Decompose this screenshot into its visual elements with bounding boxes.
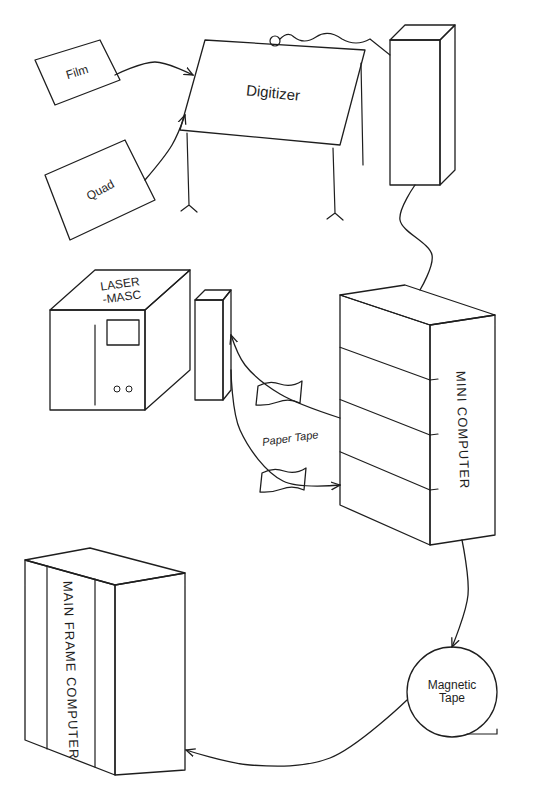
- cabinet-side: [440, 25, 455, 185]
- puck-cord: [280, 33, 390, 55]
- cabinet-side: [25, 560, 115, 775]
- diagram-node: LASER -MASC: [45, 265, 235, 415]
- cabinet-front: [430, 315, 495, 545]
- node-label: LASER -MASC: [96, 275, 145, 308]
- side-cabinet: [195, 300, 223, 400]
- flow-connector: [400, 185, 432, 290]
- section-divider: [340, 347, 430, 380]
- diagram-node: MAIN FRAME COMPUTER: [15, 545, 195, 780]
- machine-side: [145, 270, 190, 410]
- door-seam: [94, 325, 95, 405]
- section-tick: [430, 379, 438, 490]
- controller-cabinet: [390, 40, 440, 185]
- diagram-node: MINI COMPUTER: [335, 285, 500, 555]
- flow-connector: [231, 335, 340, 418]
- node-outline: [335, 285, 500, 555]
- node-label: Magnetic Tape: [424, 679, 480, 705]
- machine-front: [50, 310, 145, 410]
- table-leg: [181, 133, 197, 212]
- diagram-node: Magnetic Tape: [405, 645, 500, 740]
- node-label: Quad: [84, 177, 116, 202]
- side-cabinet-side: [223, 290, 231, 400]
- node-label: Digitizer: [245, 82, 301, 104]
- flow-connector: [115, 62, 193, 75]
- annotation-label: Paper Tape: [259, 428, 321, 448]
- node-label: MAIN FRAME COMPUTER: [60, 581, 81, 760]
- flow-connector: [231, 370, 340, 486]
- quad-sheet: [45, 140, 155, 240]
- section-divider: [47, 566, 95, 767]
- diagram-node: Film: [30, 35, 125, 110]
- cabinet-top: [390, 25, 455, 40]
- table-leg: [361, 63, 363, 165]
- tape-end: [467, 729, 497, 734]
- node-label: Film: [64, 62, 90, 81]
- node-label: MINI COMPUTER: [453, 371, 471, 490]
- control-knob: [126, 386, 132, 392]
- cabinet-side: [340, 295, 430, 545]
- node-outline: [175, 15, 460, 220]
- machine-top: [50, 270, 190, 310]
- table-leg: [327, 148, 343, 220]
- paper-tape-strip: [260, 468, 306, 492]
- flow-connector: [186, 700, 407, 766]
- tape-reel: [407, 647, 497, 737]
- diagram-node: Quad: [35, 135, 160, 245]
- control-knob: [114, 386, 120, 392]
- node-outline: [15, 545, 195, 780]
- cabinet-front: [115, 573, 185, 775]
- flow-connector: [145, 115, 185, 180]
- label-holder: Paper Tape: [260, 432, 320, 444]
- section-divider: [340, 400, 430, 436]
- digitizer-puck: [270, 36, 280, 46]
- side-cabinet-top: [195, 290, 231, 300]
- section-divider: [340, 452, 430, 490]
- diagram-node: Digitizer: [175, 15, 460, 220]
- machine-window: [107, 320, 139, 345]
- flow-connector: [452, 540, 468, 647]
- table-top: [180, 40, 365, 145]
- film-sheet: [35, 40, 120, 105]
